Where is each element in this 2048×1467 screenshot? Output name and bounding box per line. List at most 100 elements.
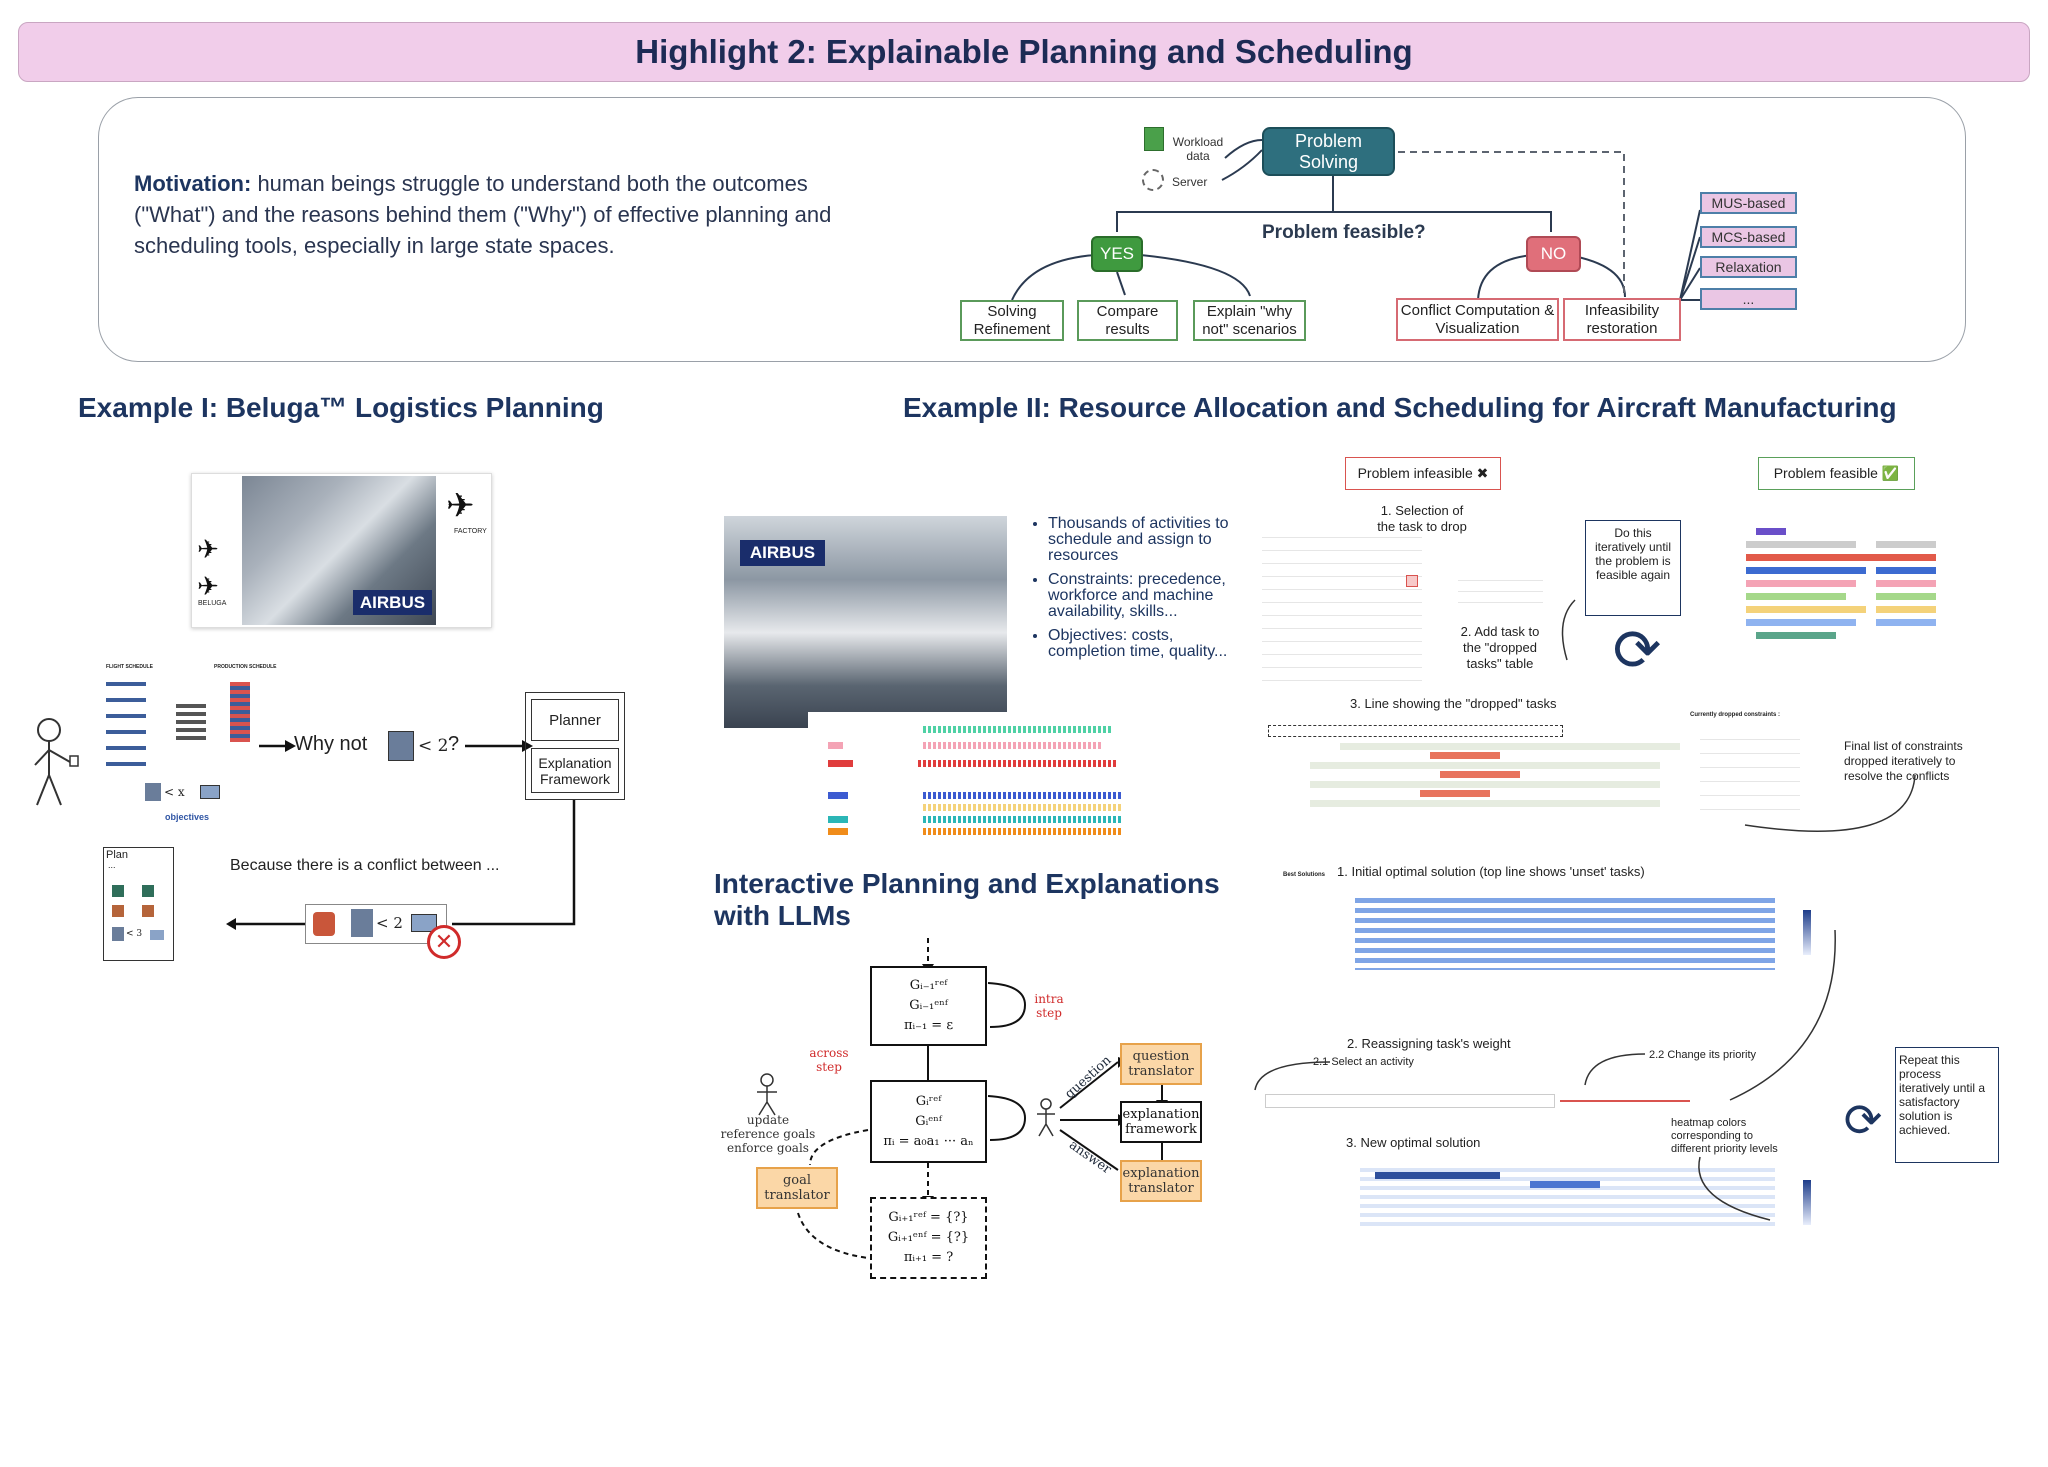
conflict-table [1262,525,1422,690]
objective-tile-icon [145,783,161,801]
mus-based-box: MUS-based [1700,192,1797,214]
step1-label: 1. Selection of the task to drop [1377,503,1467,534]
bullet-item: Constraints: precedence, workforce and m… [1048,572,1230,620]
flight-schedule-label: FLIGHT SCHEDULE [106,664,153,670]
plane-icon-1: ✈ [197,535,219,565]
because-text: Because there is a conflict between ... [230,857,500,874]
ltx-label: < x [164,785,185,799]
airbus-logo: AIRBUS [740,540,825,566]
repeat-cycle-icon: ⟳ [1843,1094,1883,1146]
example2-heading: Example II: Resource Allocation and Sche… [903,392,1897,423]
plan-cross-icon [150,930,164,940]
highlighted-task-bar [1375,1172,1500,1179]
objectives-label: objectives [165,812,210,822]
user-figure-icon-2 [1037,1098,1055,1137]
page-title: Highlight 2: Explainable Planning and Sc… [635,33,1413,70]
conflict-lt2: < 2 [376,914,403,932]
conflict-item-icon [313,912,335,936]
step-prev-box: Gᵢ₋₁ʳᵉᶠ Gᵢ₋₁ᵉⁿᶠ πᵢ₋₁ = ε [870,966,987,1046]
solving-refinement-box: Solving Refinement [960,300,1064,341]
planner-frame [525,692,625,800]
page-title-banner: Highlight 2: Explainable Planning and Sc… [18,22,2030,82]
priority-slider[interactable] [1560,1100,1690,1102]
example2-bullets: Thousands of activities to schedule and … [1030,516,1230,668]
bullet-item: Objectives: costs, completion time, qual… [1048,628,1230,660]
factory-plane-icon: ✈ [446,486,475,526]
infeasibility-restoration-box: Infeasibility restoration [1563,298,1681,341]
step-next-ref: Gᵢ₊₁ʳᵉᶠ = {?} [888,1210,969,1225]
llm-heading: Interactive Planning and Explanations wi… [714,868,1220,931]
iterate-note: Do this iteratively until the problem is… [1585,520,1681,616]
flight-schedule-icons [106,676,146,776]
relaxation-box: Relaxation [1700,256,1797,278]
step3-label: 3. Line showing the "dropped" tasks [1350,696,1557,711]
step-next-enf: Gᵢ₊₁ᵉⁿᶠ = {?} [887,1230,970,1245]
plan-item-icon [142,885,154,897]
yes-box: YES [1091,236,1143,272]
plan-item-icon [112,885,124,897]
explain-why-not-box: Explain "why not" scenarios [1193,300,1306,341]
schedule-gantt [808,712,1222,852]
explanation-framework-box: Explanation Framework [531,748,619,793]
plane-icon-2: ✈ [197,572,219,602]
repeat-note: Repeat this process iteratively until a … [1895,1047,1999,1163]
server-label: Server [1172,175,1208,189]
lt3-label: < 3 [126,929,143,939]
motivation-panel [98,97,1966,362]
priority-scale [1803,910,1811,955]
cross-tile-icon [200,785,220,799]
example1-heading: Example I: Beluga™ Logistics Planning [78,392,604,423]
stick-figure-icon [34,718,79,806]
step-current-box: Gᵢʳᵉᶠ Gᵢᵉⁿᶠ πᵢ = a₀a₁ ··· aₙ [870,1080,987,1163]
activity-select-input[interactable] [1265,1094,1555,1108]
dropped-line-marker [1268,725,1563,737]
production-schedule-label: PRODUCTION SCHEDULE [214,664,277,670]
dropped-gantt [1280,740,1680,815]
opt22-label: 2.2 Change its priority [1649,1049,1756,1061]
question-mark: ? [448,733,460,755]
compare-results-box: Compare results [1077,300,1178,341]
opt21-label: 2.1 Select an activity [1313,1056,1414,1068]
conflict-box [305,904,447,944]
motivation-body: human beings struggle to understand both… [134,171,832,258]
step2-label: 2. Add task to the "dropped tasks" table [1460,624,1540,671]
production-icons [230,682,250,742]
problem-feasible-badge: Problem feasible ✅ [1758,457,1915,490]
initial-solution-gantt [1355,895,1775,970]
problem-infeasible-badge: Problem infeasible ✖ [1345,457,1501,490]
question-translator-box: question translator [1120,1043,1202,1085]
step-current-ref: Gᵢʳᵉᶠ [915,1093,942,1109]
update-goals-label: update reference goals enforce goals [720,1113,816,1155]
workload-label: Workload data [1172,135,1224,163]
tile-icon [388,731,414,761]
feasible-gantt [1706,525,1978,660]
more-methods-box: ... [1700,288,1797,310]
problem-solving-box: Problem Solving [1262,127,1395,176]
opt3-label: 3. New optimal solution [1346,1135,1481,1150]
dropped-table [1458,570,1543,610]
user-figure-icon [757,1073,777,1116]
selected-row-marker [1406,575,1418,587]
conflict-cross-tile-icon [411,914,437,932]
plan-item-icon [142,905,154,917]
best-solutions-label: Best Solutions [1283,872,1326,878]
spreadsheet-icon [1144,127,1164,151]
factory-label: FACTORY [454,528,487,535]
cycle-icon: ⟳ [1612,618,1662,683]
mcs-based-box: MCS-based [1700,226,1797,248]
plan-item-icon [112,927,124,941]
final-list-note: Final list of constraints dropped iterat… [1844,739,1963,783]
schedule-grid [176,700,206,740]
conflict-computation-box: Conflict Computation & Visualization [1396,298,1559,341]
plan-item-icon [112,905,124,917]
airbus-logo-small: AIRBUS [353,590,432,615]
opt2-label: 2. Reassigning task's weight [1347,1036,1511,1051]
heatmap-note: heatmap colors corresponding to differen… [1671,1117,1778,1155]
problem-feasible-label: Problem feasible? [1262,222,1426,243]
final-dropped-table [1700,726,1800,821]
step-next-box: Gᵢ₊₁ʳᵉᶠ = {?} Gᵢ₊₁ᵉⁿᶠ = {?} πᵢ₊₁ = ? [870,1197,987,1279]
